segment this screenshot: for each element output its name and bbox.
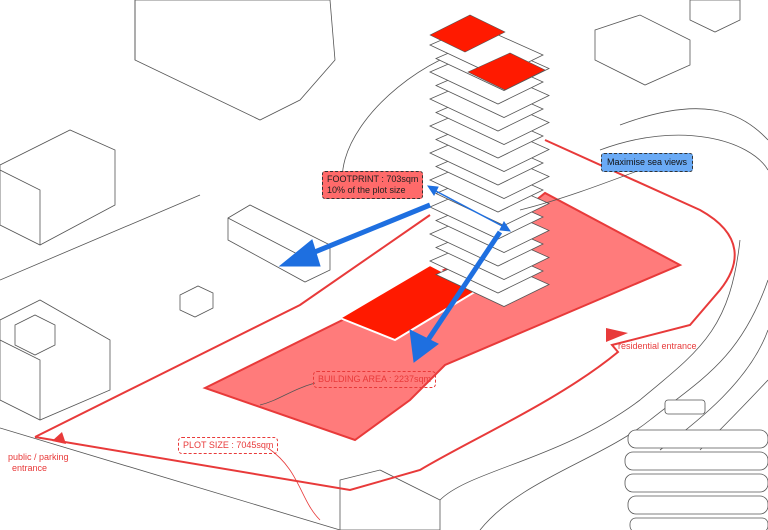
footprint-label: FOOTPRINT : 703sqm 10% of the plot size [322,171,424,199]
residential-entrance-marker [606,328,628,342]
context-building [0,129,116,246]
plot-boundary [34,214,431,438]
arrow-rotation [431,188,507,229]
sea-views-label: Maximise sea views [601,153,694,172]
plot-size-label: PLOT SIZE : 7045sqm [178,437,279,454]
footprint-label-line1: FOOTPRINT : 703sqm [327,174,419,184]
view-arrows [278,185,512,363]
context-building [594,14,691,86]
public-entrance-line1: public / parking [8,452,69,462]
roof-lower [467,52,546,91]
context-building [0,299,111,421]
context-building [689,0,741,33]
context-building [134,0,336,121]
context-building-stepped [624,399,768,530]
public-entrance-line2: entrance [12,463,48,473]
arrow-rotation-head-b [499,221,512,232]
footprint-label-line2: 10% of the plot size [327,185,406,195]
building-area-label: BUILDING AREA : 2237sqm [313,371,437,388]
context-building [14,314,56,356]
plot-boundary-east [34,139,736,492]
roof-upper [429,14,506,53]
arrow-rotation-head-a [426,185,439,196]
context-building [179,285,214,318]
arrow-west-head [278,239,321,267]
residential-entrance-label: residential entrance [618,341,697,351]
context-building [227,204,331,283]
arrow-west [304,202,431,259]
public-entrance-label: public / parking entrance [8,452,69,474]
public-entrance-marker [52,432,66,444]
arrow-south-head [409,329,439,363]
arrow-south [425,230,503,342]
